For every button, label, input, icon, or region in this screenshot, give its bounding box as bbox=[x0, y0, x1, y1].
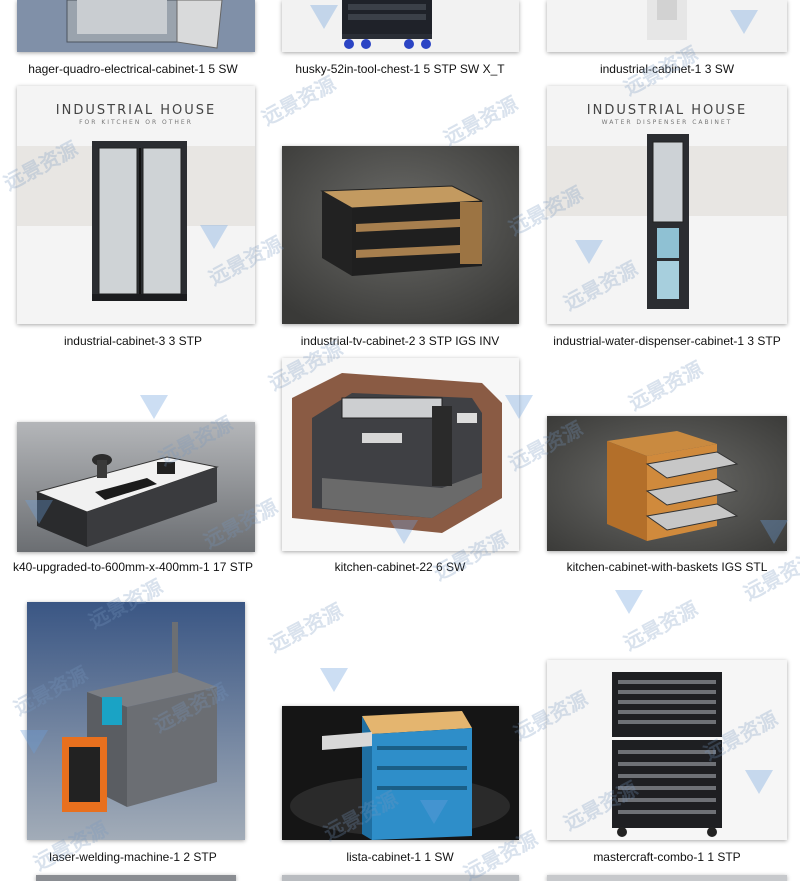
item-thumbnail[interactable] bbox=[282, 146, 519, 324]
item-caption[interactable]: industrial-tv-cabinet-2 3 STP IGS INV bbox=[300, 334, 500, 348]
item-caption[interactable]: industrial-cabinet-3 3 STP bbox=[63, 334, 203, 348]
item-thumbnail-partial[interactable] bbox=[282, 875, 519, 881]
item-thumbnail[interactable] bbox=[547, 660, 787, 840]
item-caption[interactable]: laser-welding-machine-1 2 STP bbox=[49, 850, 217, 864]
item-caption[interactable]: mastercraft-combo-1 1 STP bbox=[593, 850, 741, 864]
gallery-item[interactable]: INDUSTRIAL HOUSE WATER DISPENSER CABINET… bbox=[534, 86, 800, 356]
brand-subtitle: FOR KITCHEN OR OTHER bbox=[79, 119, 193, 126]
item-caption[interactable]: kitchen-cabinet-22 6 SW bbox=[334, 560, 466, 574]
item-thumbnail[interactable] bbox=[282, 0, 519, 52]
item-caption[interactable]: industrial-cabinet-1 3 SW bbox=[599, 62, 735, 76]
item-thumbnail-partial[interactable] bbox=[547, 875, 787, 881]
tool-chest-image bbox=[342, 0, 432, 49]
item-thumbnail[interactable] bbox=[17, 422, 255, 552]
gallery-item[interactable]: lista-cabinet-1 1 SW bbox=[267, 602, 533, 872]
item-thumbnail[interactable]: INDUSTRIAL HOUSE FOR KITCHEN OR OTHER bbox=[17, 86, 255, 324]
item-thumbnail[interactable] bbox=[282, 706, 519, 840]
gallery-item[interactable]: INDUSTRIAL HOUSE FOR KITCHEN OR OTHER in… bbox=[0, 86, 266, 356]
gallery-item[interactable]: k40-upgraded-to-600mm-x-400mm-1 17 STP bbox=[0, 358, 266, 598]
lista-cabinet-image bbox=[282, 706, 519, 840]
brand-title: INDUSTRIAL HOUSE bbox=[586, 103, 748, 118]
item-caption[interactable]: kitchen-cabinet-with-baskets IGS STL bbox=[566, 560, 768, 574]
item-thumbnail[interactable] bbox=[547, 416, 787, 551]
item-thumbnail[interactable]: INDUSTRIAL HOUSE WATER DISPENSER CABINET bbox=[547, 86, 787, 324]
gallery-item[interactable]: mastercraft-combo-1 1 STP bbox=[534, 602, 800, 872]
item-thumbnail[interactable] bbox=[17, 0, 255, 52]
brand-subtitle: WATER DISPENSER CABINET bbox=[601, 119, 733, 126]
gallery-item[interactable]: hager-quadro-electrical-cabinet-1 5 SW bbox=[0, 0, 266, 80]
item-thumbnail[interactable] bbox=[282, 358, 519, 551]
item-caption[interactable]: husky-52in-tool-chest-1 5 STP SW X_T bbox=[295, 62, 505, 76]
item-thumbnail[interactable] bbox=[547, 0, 787, 52]
industrial-cabinet-image bbox=[647, 0, 687, 40]
item-thumbnail[interactable] bbox=[27, 602, 245, 840]
laser-cutter-image bbox=[17, 422, 255, 552]
gallery-item[interactable]: kitchen-cabinet-22 6 SW bbox=[267, 358, 533, 598]
kitchen-cabinet-with-baskets-image bbox=[547, 416, 787, 551]
electrical-cabinet-image bbox=[17, 0, 255, 52]
item-thumbnail-partial[interactable] bbox=[36, 875, 236, 881]
item-caption[interactable]: hager-quadro-electrical-cabinet-1 5 SW bbox=[28, 62, 238, 76]
gallery-item[interactable]: husky-52in-tool-chest-1 5 STP SW X_T bbox=[267, 0, 533, 80]
item-caption[interactable]: k40-upgraded-to-600mm-x-400mm-1 17 STP bbox=[12, 560, 254, 574]
gallery-item[interactable]: kitchen-cabinet-with-baskets IGS STL bbox=[534, 358, 800, 598]
tv-cabinet-image bbox=[282, 146, 519, 324]
kitchen-cabinet-image bbox=[292, 373, 502, 533]
item-caption[interactable]: industrial-water-dispenser-cabinet-1 3 S… bbox=[553, 334, 781, 348]
gallery-item[interactable]: industrial-cabinet-1 3 SW bbox=[534, 0, 800, 80]
gallery-item[interactable]: laser-welding-machine-1 2 STP bbox=[0, 602, 266, 872]
mastercraft-combo-image bbox=[612, 672, 722, 837]
industrial-cabinet-image bbox=[17, 141, 255, 301]
brand-title: INDUSTRIAL HOUSE bbox=[55, 103, 217, 118]
water-dispenser-cabinet-image bbox=[547, 134, 787, 309]
gallery-item[interactable]: industrial-tv-cabinet-2 3 STP IGS INV bbox=[267, 86, 533, 356]
item-caption[interactable]: lista-cabinet-1 1 SW bbox=[346, 850, 454, 864]
laser-welding-machine-image bbox=[27, 602, 245, 840]
